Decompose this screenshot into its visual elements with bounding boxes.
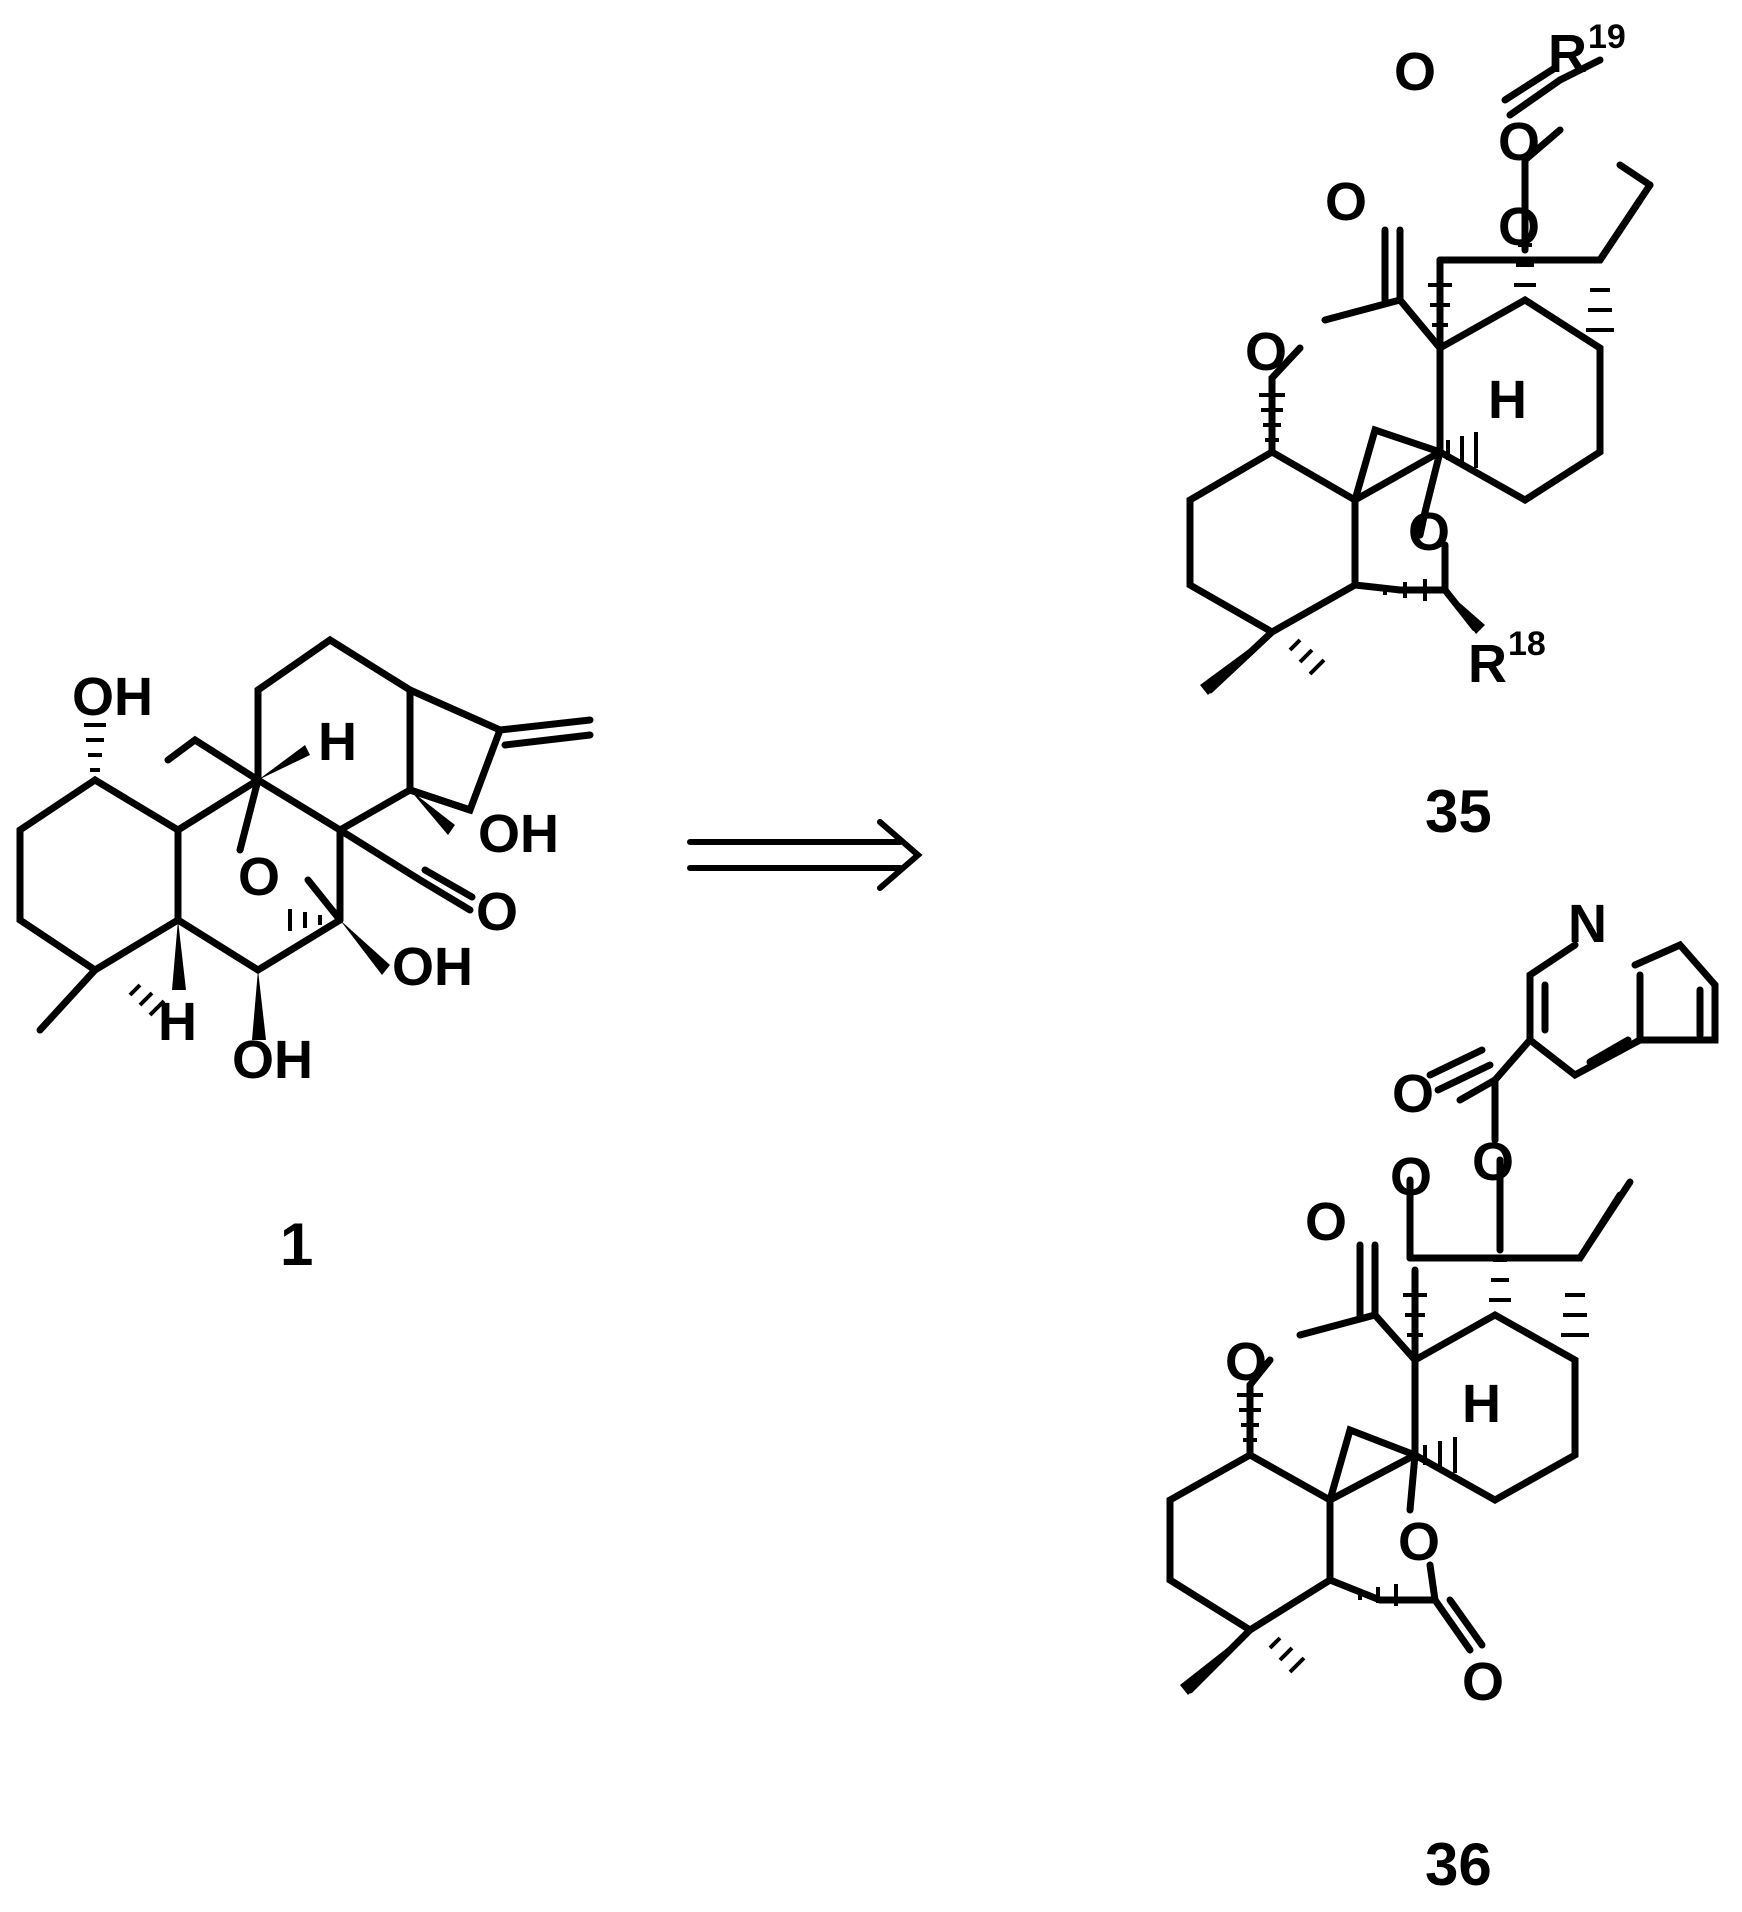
hashed-bond xyxy=(1237,1258,1589,1674)
atom-label-o: O xyxy=(476,882,518,942)
atom-label-o: O xyxy=(1325,172,1367,232)
compound-36-stereo-bonds xyxy=(1180,1258,1589,1695)
atom-label-o: O xyxy=(1394,42,1436,102)
atom-label-o: O xyxy=(1392,1064,1434,1124)
atom-label-h: H xyxy=(158,992,197,1052)
compound-35-stereo-bonds xyxy=(1200,243,1614,695)
atom-label-h: H xyxy=(1488,370,1527,430)
atom-label-o: O xyxy=(1472,1132,1514,1192)
atom-label-oh: OH xyxy=(478,804,559,864)
compound-number-35: 35 xyxy=(1425,778,1492,845)
compound-36-bonds xyxy=(1166,940,1719,1694)
atom-label-h: H xyxy=(1462,1374,1501,1434)
atom-label-o: O xyxy=(1225,1332,1267,1392)
atom-label-oh: OH xyxy=(72,667,153,727)
atom-label-n: N xyxy=(1568,894,1607,954)
compound-36-atom-labels: N O O O O O O O H xyxy=(1225,894,1607,1712)
compound-36-structure: N O O O O O O O H 36 xyxy=(1166,894,1719,1898)
atom-label-o: O xyxy=(1498,197,1540,257)
atom-label-o: O xyxy=(1462,1652,1504,1712)
compound-1-stereo-bonds xyxy=(84,723,455,1040)
hashed-bond xyxy=(1259,243,1614,676)
atom-label-o: O xyxy=(238,847,280,907)
hashed-bond xyxy=(84,723,322,1017)
compound-35-atom-labels: O O O O O O H R 19 R 18 xyxy=(1245,18,1626,694)
atom-label-o: O xyxy=(1408,502,1450,562)
atom-label-o: O xyxy=(1498,112,1540,172)
atom-label-o: O xyxy=(1245,322,1287,382)
compound-number-1: 1 xyxy=(280,1211,313,1278)
atom-label-oh: OH xyxy=(232,1030,313,1090)
atom-label-oh: OH xyxy=(392,937,473,997)
atom-label-r19: R xyxy=(1548,24,1587,84)
compound-1-bonds xyxy=(16,635,594,1034)
compound-1-structure: OH OH OH OH H H O O 1 xyxy=(16,635,594,1278)
atom-label-o: O xyxy=(1390,1147,1432,1207)
atom-label-r18-superscript: 18 xyxy=(1508,625,1546,663)
atom-label-o: O xyxy=(1305,1192,1347,1252)
retrosynthetic-arrow xyxy=(687,819,923,891)
atom-label-h: H xyxy=(318,712,357,772)
compound-1-atom-labels: OH OH OH OH H H O O xyxy=(72,667,559,1090)
atom-label-r18: R xyxy=(1468,634,1507,694)
compound-35-structure: O O O O O O H R 19 R 18 35 xyxy=(1186,18,1654,845)
atom-label-r19-superscript: 19 xyxy=(1588,18,1626,56)
compound-number-36: 36 xyxy=(1425,1831,1492,1898)
atom-label-o: O xyxy=(1398,1512,1440,1572)
compound-35-bonds xyxy=(1186,56,1654,694)
